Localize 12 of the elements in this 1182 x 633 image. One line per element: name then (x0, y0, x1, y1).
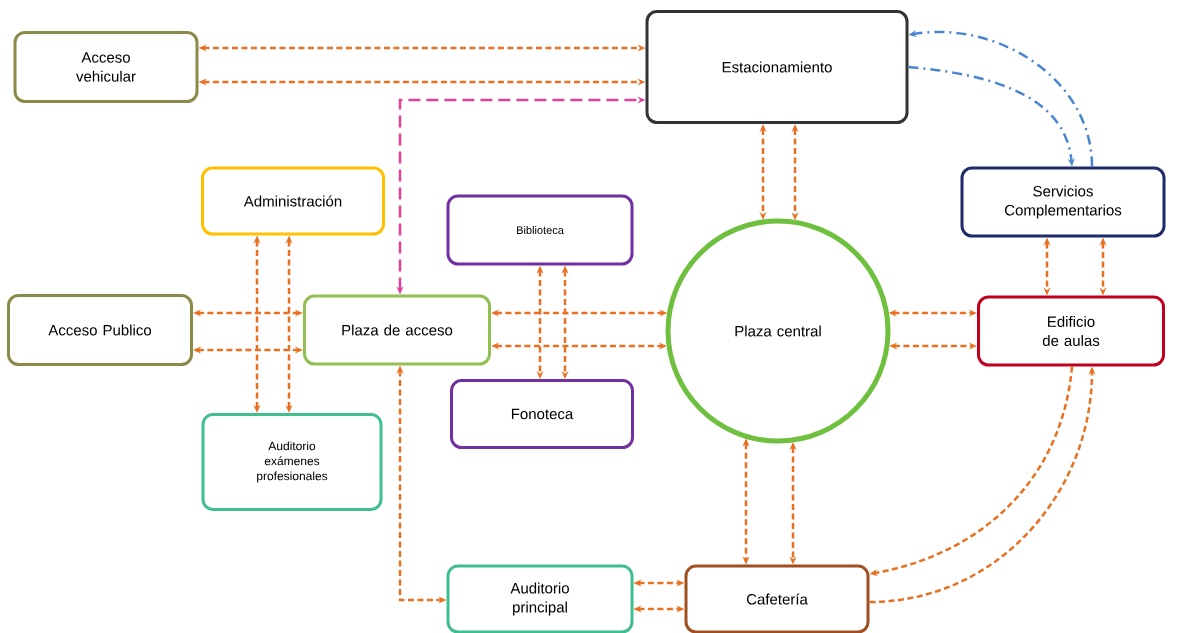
room-box: Auditorio exámenes profesionales (201, 413, 383, 511)
room-box: Acceso vehicular (13, 31, 199, 103)
room-box: Administración (201, 166, 385, 236)
room-box: Cafetería (684, 564, 870, 633)
room-box: Fonoteca (450, 379, 634, 449)
room-box: Servicios Complementarios (960, 166, 1166, 238)
room-box: Plaza de acceso (303, 294, 491, 366)
room-box: Auditorio principal (446, 564, 634, 633)
room-box: Estacionamiento (645, 10, 909, 124)
room-box: Acceso Publico (7, 294, 193, 366)
room-box: Biblioteca (446, 194, 634, 266)
room-box: Edificio de aulas (977, 295, 1165, 367)
